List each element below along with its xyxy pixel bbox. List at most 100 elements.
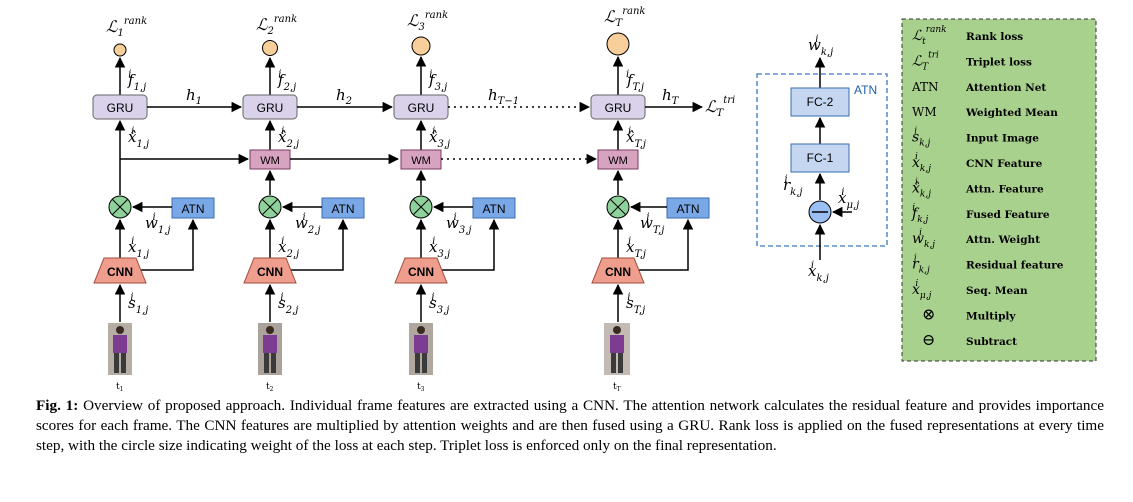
legend-description-7: Attn. Feature xyxy=(965,183,1044,195)
fused-feature-label-T: fT,ji xyxy=(626,69,644,93)
legend-description-1: Rank loss xyxy=(966,31,1023,43)
input-image-label-1: s1,ji xyxy=(128,292,148,316)
frame-column-3: ℒ3rank f3,ji GRU x̂3,ji WM ATN w3,ji x3,… xyxy=(393,10,598,392)
attn-weight-label-2: w2,ji xyxy=(295,212,321,236)
gru-label-2: GRU xyxy=(257,101,284,115)
caption-text: Overview of proposed approach. Individua… xyxy=(36,397,1104,454)
gru-label-1: GRU xyxy=(107,101,134,115)
rank-loss-circle-3 xyxy=(411,36,431,56)
time-label-1: t1 xyxy=(116,382,123,392)
atn-detail-panel: ATN wk,ji FC-2 FC-1 rk,ji xμ,ji xk,ji xyxy=(756,34,888,284)
input-image-label-3: s3,ji xyxy=(429,292,449,316)
legend-description-5: Input Image xyxy=(966,133,1039,145)
fc2-label: FC-2 xyxy=(807,95,834,109)
legend-symbol-7: x̂k,ji xyxy=(912,177,931,199)
cnn-feature-label-1: x1,ji xyxy=(128,236,149,260)
wm-label-3: WM xyxy=(411,155,431,167)
cnn-block-2 xyxy=(243,257,297,284)
wm-label-2: WM xyxy=(260,155,280,167)
person-image-T xyxy=(604,323,630,375)
input-image-label-2: s2,ji xyxy=(278,292,298,316)
attn-weight-label-T: wT,ji xyxy=(640,212,664,236)
cnn-block-T xyxy=(591,257,645,284)
hidden-state-label-T: hT xyxy=(662,86,680,107)
legend-symbol-13: ⊖ xyxy=(922,330,935,349)
legend-symbol-10: rk,ji xyxy=(912,254,930,276)
legend-description-2: Triplet loss xyxy=(966,56,1032,68)
fused-feature-label-1: f1,ji xyxy=(127,69,146,93)
fc1-box xyxy=(790,143,850,173)
cnn-feature-label-T: xT,ji xyxy=(626,236,646,260)
fc2-box xyxy=(790,87,850,117)
legend-description-12: Multiply xyxy=(966,310,1016,322)
sequence-mean-label: xμ,ji xyxy=(838,187,859,211)
atn-label-3: ATN xyxy=(482,202,505,216)
cnn-label-1: CNN xyxy=(107,265,133,279)
legend-description-11: Seq. Mean xyxy=(966,285,1028,297)
frame-column-T: ℒTrank fT,ji GRU x̂T,ji WM ATN wT,ji xT,… xyxy=(590,6,710,392)
cnn-feature-label-3: x3,ji xyxy=(429,236,450,260)
legend-symbol-8: fk,ji xyxy=(911,203,929,225)
hidden-state-connections: h1 h2 hT−1 hT ℒTtri xyxy=(147,86,735,119)
rank-loss-label-2: ℒ2rank xyxy=(256,14,297,37)
cnn-block-1 xyxy=(93,257,147,284)
atn-input-label: xk,ji xyxy=(808,260,829,284)
legend-symbol-4: WM xyxy=(912,105,937,119)
rank-loss-label-T: ℒTrank xyxy=(604,6,645,29)
hidden-state-label-2: h2 xyxy=(336,86,352,107)
legend-symbol-9: wk,ji xyxy=(912,228,935,250)
legend-symbol-2: ℒTtri xyxy=(912,50,939,72)
figure-caption: Fig. 1: Overview of proposed approach. I… xyxy=(36,396,1104,456)
atn-panel-title: ATN xyxy=(854,83,877,97)
legend-description-9: Attn. Weight xyxy=(965,234,1040,246)
atn-label-T: ATN xyxy=(676,202,699,216)
legend-symbol-5: sk,ji xyxy=(912,127,931,149)
legend-description-3: Attention Net xyxy=(965,82,1046,94)
rank-loss-label-3: ℒ3rank xyxy=(407,10,448,33)
rank-loss-circle-2 xyxy=(262,40,278,56)
attn-weight-label-3: w3,ji xyxy=(446,212,472,236)
gru-label-3: GRU xyxy=(408,101,435,115)
legend-panel xyxy=(901,18,1097,362)
wm-label-T: WM xyxy=(608,155,628,167)
atn-label-1: ATN xyxy=(181,202,204,216)
legend-description-6: CNN Feature xyxy=(966,158,1043,170)
hidden-state-label-T-1: hT−1 xyxy=(488,86,519,107)
overview-diagram: ℒ1rank f1,ji GRU x̂1,ji ATN w1,ji x1,ji … xyxy=(92,6,1097,392)
residual-feature-label: rk,ji xyxy=(783,174,803,198)
legend-symbol-12: ⊗ xyxy=(922,304,935,323)
attn-feature-label-T: x̂T,ji xyxy=(626,126,646,150)
legend-description-4: Weighted Mean xyxy=(965,107,1058,119)
attn-feature-label-2: x̂2,ji xyxy=(278,126,299,150)
time-label-3: t3 xyxy=(417,382,425,392)
triplet-loss-label: ℒTtri xyxy=(705,95,735,119)
atn-box-T xyxy=(666,197,710,219)
atn-panel-border xyxy=(756,73,888,247)
fc1-label: FC-1 xyxy=(807,151,834,165)
cnn-block-3 xyxy=(394,257,448,284)
frame-column-1: ℒ1rank f1,ji GRU x̂1,ji ATN w1,ji x1,ji … xyxy=(92,16,250,392)
time-label-2: t2 xyxy=(266,382,274,392)
cnn-label-T: CNN xyxy=(605,265,631,279)
person-image-2 xyxy=(258,323,282,375)
atn-box-1 xyxy=(171,197,215,219)
person-image-3 xyxy=(409,323,433,375)
fused-feature-label-3: f3,ji xyxy=(428,69,447,93)
rank-loss-label-1: ℒ1rank xyxy=(106,16,147,39)
legend-symbol-1: ℒtrank xyxy=(912,25,947,47)
rank-loss-circle-T xyxy=(606,32,630,56)
atn-output-label: wk,ji xyxy=(808,34,833,58)
person-image-1 xyxy=(108,323,132,375)
caption-label: Fig. 1: xyxy=(36,397,79,414)
hidden-state-label-1: h1 xyxy=(186,86,202,107)
cnn-label-3: CNN xyxy=(408,265,434,279)
time-label-T: tT xyxy=(613,382,621,392)
legend-symbol-6: xk,ji xyxy=(912,152,931,174)
fused-feature-label-2: f2,ji xyxy=(277,69,296,93)
legend-symbol-11: xμ,ji xyxy=(912,279,932,301)
legend-description-8: Fused Feature xyxy=(966,209,1050,221)
legend-description-10: Residual feature xyxy=(966,260,1064,272)
attn-feature-label-3: x̂3,ji xyxy=(429,126,450,150)
legend-symbol-3: ATN xyxy=(911,80,939,94)
